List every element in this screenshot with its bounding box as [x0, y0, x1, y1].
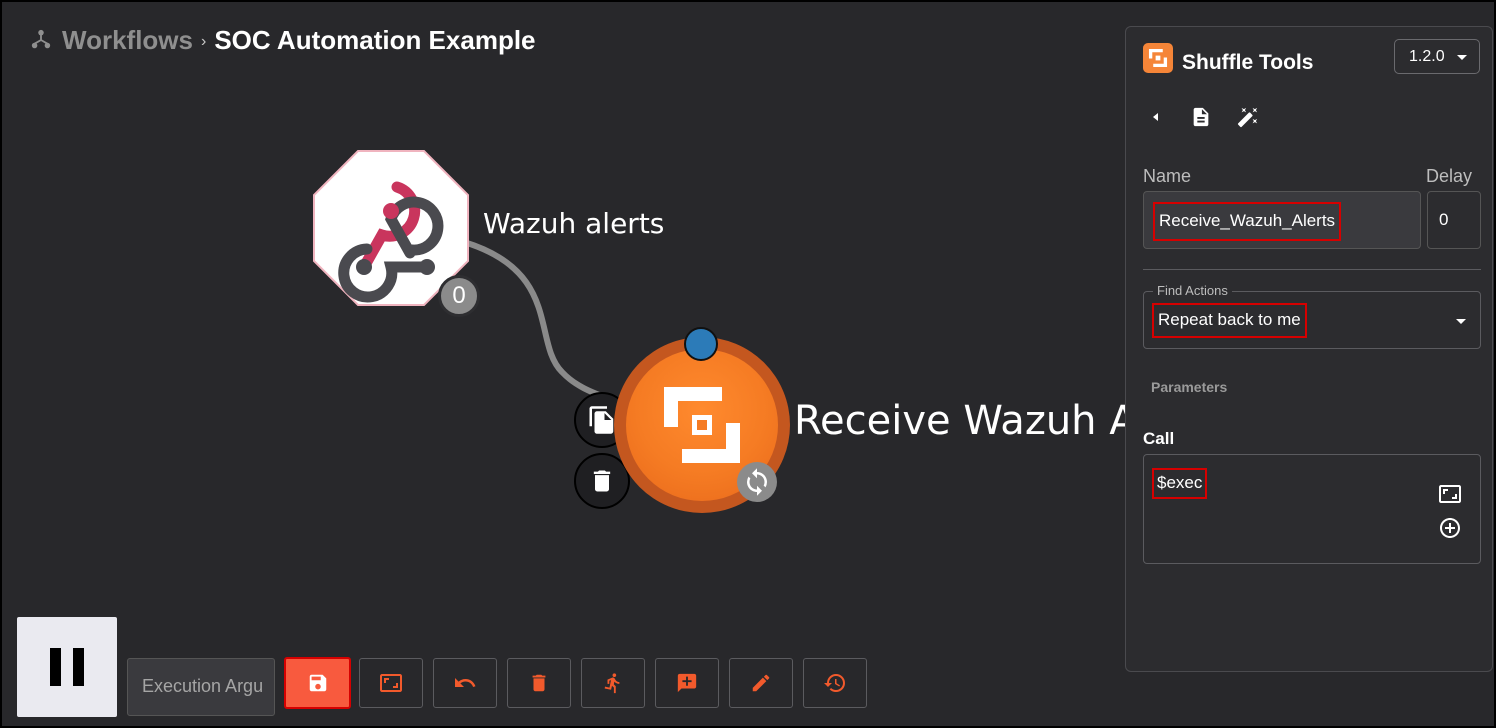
- webhook-node-label: Wazuh alerts: [483, 207, 665, 240]
- shuffle-logo-icon: [664, 387, 740, 463]
- version-select[interactable]: 1.2.0: [1394, 39, 1480, 74]
- caret-down-icon: [1456, 319, 1466, 324]
- panel-divider: [1143, 269, 1481, 270]
- call-label: Call: [1143, 429, 1175, 448]
- breadcrumb-separator: ›: [200, 33, 207, 50]
- workflow-title: SOC Automation Example: [214, 24, 536, 55]
- version-value: 1.2.0: [1409, 47, 1445, 65]
- shuffle-tools-app-icon: [1143, 43, 1173, 73]
- expand-editor-icon[interactable]: [1438, 482, 1462, 506]
- history-icon: [824, 674, 845, 692]
- fit-screen-button[interactable]: [359, 658, 423, 708]
- fit-screen-icon: [380, 674, 402, 692]
- breadcrumb-workflows-link[interactable]: Workflows: [62, 24, 193, 55]
- delete-button[interactable]: [507, 658, 571, 708]
- add-variable-icon[interactable]: [1438, 516, 1462, 540]
- trash-icon: [593, 470, 611, 492]
- webhook-icon: [313, 150, 469, 306]
- execution-arguments-input[interactable]: Execution Argu: [127, 658, 275, 716]
- save-icon: [309, 674, 326, 692]
- run-icon: [604, 673, 620, 694]
- node-config-panel: Shuffle Tools 1.2.0 Name Delay Receive_W…: [1125, 26, 1493, 672]
- name-label: Name: [1143, 166, 1192, 186]
- workflow-icon: [31, 29, 51, 49]
- parameters-label: Parameters: [1151, 379, 1228, 395]
- edit-icon: [752, 674, 770, 692]
- caret-down-icon: [1457, 55, 1467, 60]
- run-workflow-button[interactable]: [581, 658, 645, 708]
- find-actions-select[interactable]: Find Actions Repeat back to me: [1143, 283, 1481, 349]
- save-button[interactable]: [284, 657, 351, 709]
- find-actions-label: Find Actions: [1153, 283, 1232, 298]
- magic-wand-icon[interactable]: [1236, 105, 1260, 129]
- delete-icon: [532, 674, 546, 692]
- pause-button[interactable]: [17, 617, 117, 717]
- history-button[interactable]: [803, 658, 867, 708]
- shuffle-node-label: Receive Wazuh A: [794, 398, 1137, 444]
- refresh-node-button[interactable]: [737, 462, 777, 502]
- webhook-trigger-node[interactable]: [312, 149, 470, 307]
- node-name-value: Receive_Wazuh_Alerts: [1153, 202, 1342, 241]
- refresh-icon: [747, 468, 767, 496]
- delete-node-button[interactable]: [574, 453, 630, 509]
- selected-action: Repeat back to me: [1152, 303, 1307, 338]
- shuffle-tools-node[interactable]: [614, 337, 790, 513]
- delay-label: Delay: [1426, 166, 1473, 186]
- pause-icon: [50, 648, 84, 686]
- undo-icon: [455, 678, 476, 687]
- documentation-icon[interactable]: [1189, 105, 1213, 129]
- delay-input[interactable]: 0: [1427, 191, 1481, 249]
- undo-button[interactable]: [433, 658, 497, 708]
- comment-icon: [677, 673, 697, 693]
- copy-icon: [589, 406, 614, 434]
- call-input[interactable]: $exec: [1143, 454, 1481, 564]
- back-arrow-icon[interactable]: [1144, 105, 1168, 129]
- add-comment-button[interactable]: [655, 658, 719, 708]
- node-status-dot[interactable]: [684, 327, 718, 361]
- call-value: $exec: [1152, 468, 1208, 499]
- webhook-count-badge: 0: [438, 275, 480, 317]
- node-name-input[interactable]: Receive_Wazuh_Alerts: [1143, 191, 1421, 249]
- panel-app-title: Shuffle Tools: [1182, 51, 1314, 74]
- edge-webhook-to-shuffle: [463, 239, 614, 403]
- edit-button[interactable]: [729, 658, 793, 708]
- breadcrumb: Workflows › SOC Automation Example: [30, 22, 536, 58]
